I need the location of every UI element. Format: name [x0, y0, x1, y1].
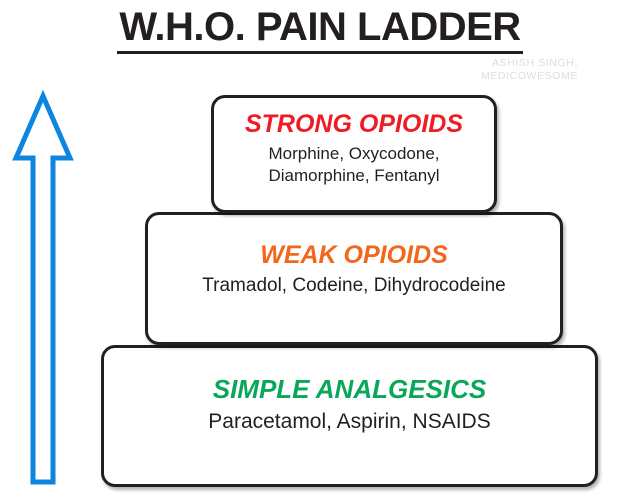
page-title-container: W.H.O. PAIN LADDER: [0, 4, 640, 54]
ladder-step-title: STRONG OPIOIDS: [244, 110, 464, 138]
ladder-step-title: WEAK OPIOIDS: [260, 241, 448, 269]
ladder-step-drugs: Morphine, Oxycodone, Diamorphine, Fentan…: [268, 144, 440, 185]
ladder-step-simple-analgesics[interactable]: SIMPLE ANALGESICS Paracetamol, Aspirin, …: [101, 345, 598, 487]
arrow-up-icon: [12, 90, 74, 485]
page-title: W.H.O. PAIN LADDER: [117, 4, 523, 54]
ladder-step-strong-opioids[interactable]: STRONG OPIOIDS Morphine, Oxycodone, Diam…: [211, 95, 497, 213]
ladder-step-drugs: Tramadol, Codeine, Dihydrocodeine: [202, 275, 506, 296]
upward-progression-arrow: [12, 90, 74, 488]
ladder-step-weak-opioids[interactable]: WEAK OPIOIDS Tramadol, Codeine, Dihydroc…: [145, 212, 563, 345]
ladder-step-title: SIMPLE ANALGESICS: [212, 374, 487, 404]
ladder-step-drugs: Paracetamol, Aspirin, NSAIDS: [208, 410, 491, 433]
attribution-credit: ASHISH SINGH, MEDICOWESOME: [480, 57, 578, 82]
